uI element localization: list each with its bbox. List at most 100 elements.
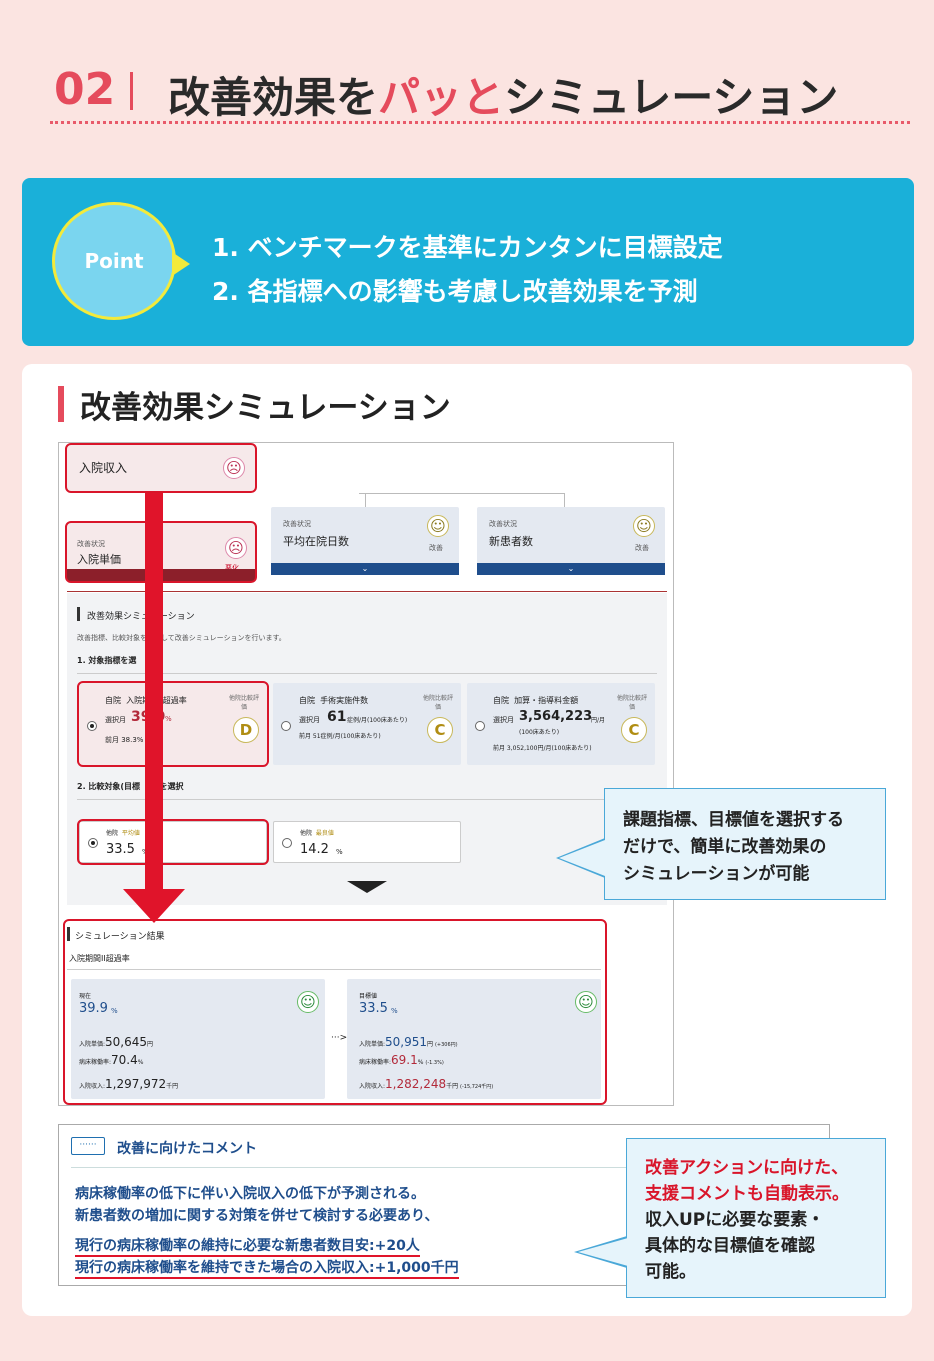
smile-icon: ☺ <box>575 991 597 1013</box>
prev-value: 前月 3,052,100円/月(100床あたり) <box>493 745 592 752</box>
result-target-card: 目標値 33.5 % ☺ 入院単価:50,951円 (+306円) 病床稼働率:… <box>347 979 601 1099</box>
eval-label: 他院比較評価 <box>617 695 648 711</box>
current-unit: % <box>111 1007 118 1015</box>
indicator-unit: 円/月 <box>591 717 606 724</box>
target-value: 33.5 <box>106 842 135 857</box>
root-label: 入院収入 <box>79 461 128 475</box>
callout-line: シミュレーションが可能 <box>623 864 810 884</box>
result-current-card: 現在 39.9 % ☺ 入院単価:50,645円 病床稼働率:70.4% 入院収… <box>71 979 325 1099</box>
occupancy-unit: % <box>137 1059 144 1066</box>
unit-price-unit: 円 <box>147 1041 154 1048</box>
comment-divider <box>71 1167 821 1168</box>
callout-comment: 改善アクションに向けた、 支援コメントも自動表示。 収入UPに必要な要素・ 具体… <box>626 1138 886 1298</box>
node-name: 新患者数 <box>489 535 533 548</box>
comment-underlined-line: 現行の病床稼働率の維持に必要な新患者数目安:+20人 <box>75 1235 420 1257</box>
panel-title: 改善効果シミュレーション <box>87 612 195 622</box>
highlight-box <box>77 681 269 767</box>
step-2-tail: を選択 <box>159 782 184 791</box>
indicator-name: 加算・指導料金額 <box>514 696 579 705</box>
target-result-unit: % <box>391 1007 398 1015</box>
node-name: 平均在院日数 <box>283 535 349 548</box>
highlight-box <box>63 919 607 1105</box>
prev-value: 前月 51症例/月(100床あたり) <box>299 733 381 740</box>
callout-line: 可能。 <box>645 1262 696 1282</box>
unit-price-value: 50,951 <box>385 1035 428 1049</box>
target-unit: % <box>336 848 343 856</box>
node-name: 入院単価 <box>77 553 121 566</box>
period-label: 選択月 <box>493 716 514 724</box>
tree-connector <box>365 493 366 507</box>
result-metric: 入院期間II超過率 <box>69 954 130 963</box>
revenue-unit: 千円 <box>166 1083 179 1090</box>
step-2-label: 2. 比較対象(目標 <box>77 782 141 791</box>
highlight-box <box>65 443 257 493</box>
point-item-1: 1. ベンチマークを基準にカンタンに目標設定 <box>212 233 723 262</box>
highlight-box <box>77 819 269 865</box>
occupancy-delta: (-1.3%) <box>425 1060 444 1066</box>
expand-toggle[interactable]: ⌄ <box>271 563 459 575</box>
revenue-value: 1,282,248 <box>385 1077 447 1091</box>
indicator-value: 3,564,223 <box>519 709 593 724</box>
unit-price-delta: (+306円) <box>434 1042 458 1048</box>
target-tag: 平均値 <box>121 830 140 837</box>
grade-badge: C <box>621 717 647 743</box>
section-accent-bar <box>58 386 64 422</box>
status-badge: 改善 <box>635 544 649 552</box>
tree-node-avg-stay[interactable]: 改善状況 平均在院日数 ☺ 改善 ⌄ <box>271 507 459 575</box>
root-card[interactable]: 入院収入 ☹ <box>67 445 255 491</box>
status-label: 改善状況 <box>283 520 311 528</box>
expand-toggle[interactable]: ⌄ <box>477 563 665 575</box>
indicator-radio[interactable] <box>281 721 291 731</box>
down-triangle-icon <box>347 881 387 893</box>
target-result-value: 33.5 <box>359 1001 388 1016</box>
tree-node-new-patients[interactable]: 改善状況 新患者数 ☺ 改善 ⌄ <box>477 507 665 575</box>
current-label: 現在 <box>79 993 92 1000</box>
arrow-icon: ···> <box>331 1033 348 1043</box>
callout-red-line: 支援コメントも自動表示。 <box>645 1184 849 1204</box>
indicator-unit-2: (100床あたり) <box>519 729 560 736</box>
current-value: 39.9 <box>79 1001 108 1016</box>
smile-icon: ☺ <box>297 991 319 1013</box>
header-divider <box>130 72 133 110</box>
period-label: 選択月 <box>105 716 126 724</box>
target-card[interactable]: 他院 平均値 33.5 % <box>79 821 267 863</box>
target-prefix: 他院 <box>106 830 119 837</box>
eval-label: 他院比較評価 <box>229 695 260 711</box>
target-card[interactable]: 他院 最良値 14.2 % <box>273 821 461 863</box>
callout-simulation: 課題指標、目標値を選択する だけで、簡単に改善効果の シミュレーションが可能 <box>604 788 886 900</box>
comment-line: 新患者数の増加に関する対策を併せて検討する必要あり、 <box>75 1208 439 1224</box>
panel-description: 改善指標、比較対象を選択して改善シミュレーションを行います。 <box>77 634 286 642</box>
status-badge: 悪化 <box>225 564 239 572</box>
unit-price-value: 50,645 <box>105 1035 148 1049</box>
unit-price-label: 入院単価: <box>359 1041 386 1048</box>
revenue-value: 1,297,972 <box>105 1077 167 1091</box>
result-divider <box>67 969 601 970</box>
callout-line: 課題指標、目標値を選択する <box>623 810 844 830</box>
comment-icon: ······ <box>71 1137 105 1155</box>
indicator-card[interactable]: 自院 入院期間II超過率 他院比較評価 選択月 39.9 % 前月 38.3% … <box>79 683 267 765</box>
comment-title: 改善に向けたコメント <box>117 1141 257 1157</box>
frown-icon: ☹ <box>223 457 245 479</box>
grade-badge: C <box>427 717 453 743</box>
callout-line: 収入UPに必要な要素・ <box>645 1210 825 1230</box>
indicator-radio[interactable] <box>475 721 485 731</box>
main-panel: 改善効果シミュレーション 入院収入 ☹ 改善状況 入院単価 ☹ 悪化 ⌃ 改善状… <box>22 364 912 1316</box>
revenue-unit: 千円 <box>446 1083 459 1090</box>
target-radio[interactable] <box>282 838 292 848</box>
point-band: Point 1. ベンチマークを基準にカンタンに目標設定 2. 各指標への影響も… <box>22 178 914 346</box>
occupancy-value: 70.4 <box>111 1053 138 1067</box>
page-header: 02 改善効果をパッとシミュレーション <box>50 58 910 124</box>
title-highlight: パッと <box>378 73 505 122</box>
occupancy-value: 69.1 <box>391 1053 418 1067</box>
callout-red-line: 改善アクションに向けた、 <box>645 1158 849 1178</box>
target-prefix: 他院 <box>300 830 313 837</box>
tree-connector <box>564 493 565 507</box>
prev-value: 前月 38.3% <box>105 736 144 744</box>
indicator-card[interactable]: 自院 加算・指導料金額 他院比較評価 選択月 3,564,223 円/月 (10… <box>467 683 655 765</box>
indicator-radio[interactable] <box>87 721 97 731</box>
target-radio[interactable] <box>88 838 98 848</box>
occupancy-unit: % <box>417 1059 424 1066</box>
panel-divider <box>67 591 667 592</box>
indicator-card[interactable]: 自院 手術実施件数 他院比較評価 選択月 61 症例/月(100床あたり) 前月… <box>273 683 461 765</box>
frown-icon: ☹ <box>225 537 247 559</box>
